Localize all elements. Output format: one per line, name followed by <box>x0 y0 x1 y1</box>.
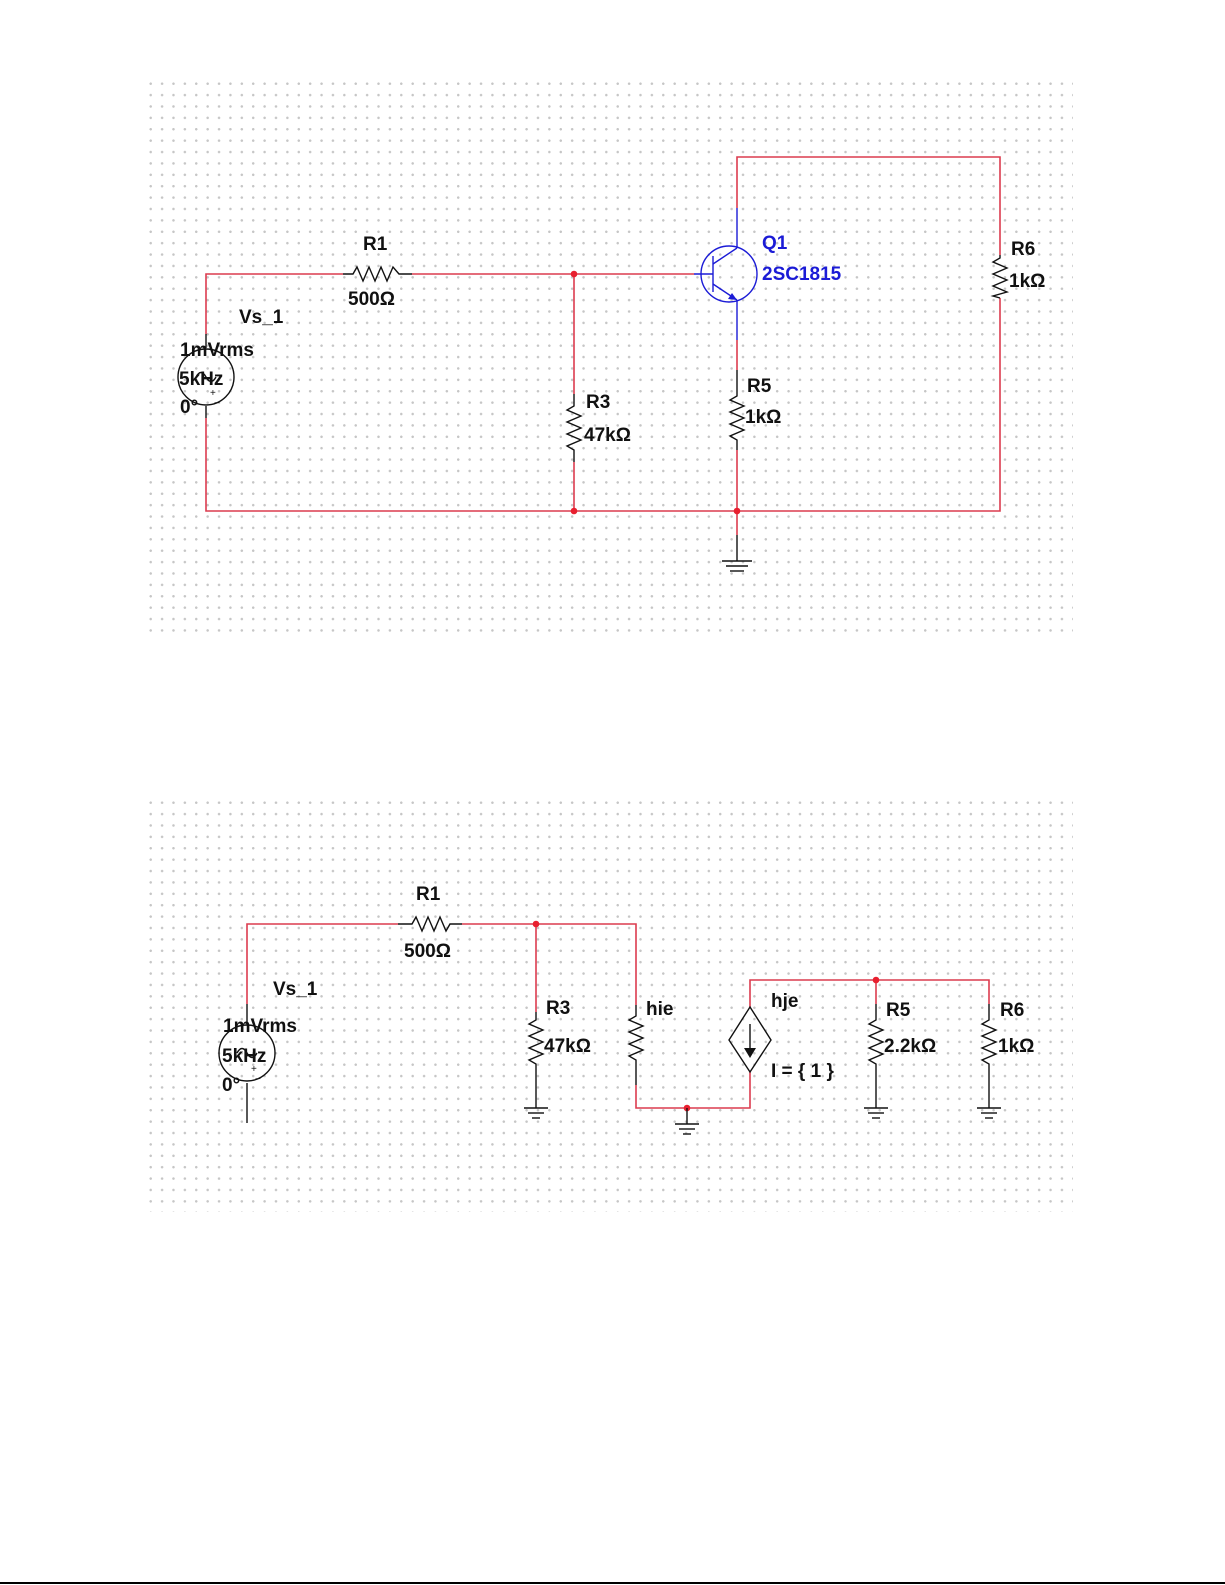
vs1-name: Vs_1 <box>273 979 318 1000</box>
r1-name: R1 <box>416 884 441 905</box>
hie-name: hie <box>646 999 673 1020</box>
resistor-r6[interactable] <box>982 1004 996 1108</box>
resistor-hie[interactable] <box>629 1005 643 1085</box>
schematic-2-drawing: + − Vs_1 1mVrms 5kHz 0° R1 500Ω R3 47kΩ … <box>0 0 1225 1300</box>
ground-icon <box>977 1108 1001 1118</box>
wire-net <box>247 924 989 1108</box>
hje-expression: I = { 1 } <box>771 1061 834 1082</box>
ground-icon <box>524 1108 548 1118</box>
r5-name: R5 <box>886 1000 911 1021</box>
r6-value: 1kΩ <box>998 1036 1034 1057</box>
ground-icon <box>864 1108 888 1118</box>
resistor-r3[interactable] <box>529 1012 543 1108</box>
resistor-r1[interactable] <box>398 917 462 931</box>
vs1-amplitude: 1mVrms <box>223 1016 297 1037</box>
r3-value: 47kΩ <box>544 1036 591 1057</box>
resistor-r5[interactable] <box>869 1004 883 1108</box>
r3-name: R3 <box>546 998 570 1019</box>
r6-name: R6 <box>1000 1000 1024 1021</box>
vs1-phase: 0° <box>222 1075 240 1096</box>
dependent-current-source-hje[interactable] <box>729 1007 771 1072</box>
page-bottom-rule <box>0 1582 1225 1584</box>
r1-value: 500Ω <box>404 941 451 962</box>
r5-value: 2.2kΩ <box>884 1036 936 1057</box>
svg-text:−: − <box>255 1074 261 1085</box>
junction-nodes <box>533 921 880 1112</box>
vs1-frequency: 5kHz <box>222 1046 266 1067</box>
ground-icon <box>675 1108 699 1134</box>
hje-name: hje <box>771 991 798 1012</box>
